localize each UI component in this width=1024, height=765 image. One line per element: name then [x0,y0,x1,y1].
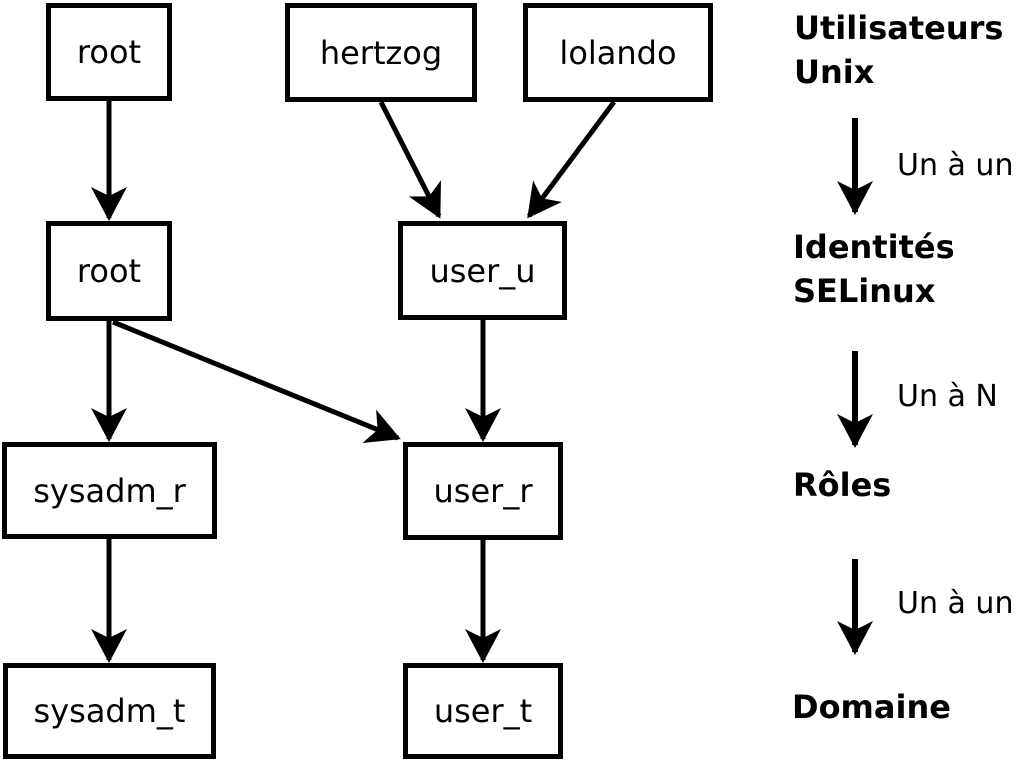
node-selinux-identity-root: root [46,221,172,321]
mapping-label-one-to-one: Un à un [897,148,1014,183]
mapping-label-one-to-n: Un à N [897,379,998,414]
node-label: user_u [429,251,536,290]
node-label: sysadm_t [33,692,186,730]
arrow-lolando-to-user-u [526,100,617,219]
legend-level-selinux-identities: Identités SELinux [793,225,955,313]
legend-level-roles: Rôles [793,463,891,507]
node-label: user_t [433,692,533,730]
legend-line: Unix [794,53,875,91]
node-domain-sysadm-t: sysadm_t [3,663,216,759]
node-label: user_r [433,472,533,510]
legend-line: Domaine [792,688,951,726]
node-role-sysadm-r: sysadm_r [2,442,217,539]
node-unix-hertzog: hertzog [285,3,477,102]
node-label: hertzog [319,33,443,72]
node-label: root [76,252,142,290]
node-label: sysadm_r [33,471,186,510]
legend-line: Identités [793,228,955,266]
node-domain-user-t: user_t [403,663,563,759]
mapping-label-one-to-one-2: Un à un [897,586,1014,621]
node-unix-root: root [46,3,172,101]
node-unix-lolando: lolando [523,3,713,102]
legend-line: SELinux [793,272,936,310]
legend-line: Rôles [793,466,892,504]
arrow-selinux-root-to-user-r [112,319,401,443]
node-label: root [76,33,142,71]
legend-level-unix-users: Utilisateurs Unix [794,6,1003,94]
node-role-user-r: user_r [403,442,563,540]
legend-line: Utilisateurs [794,9,1004,47]
legend-level-domain: Domaine [792,685,951,729]
arrow-hertzog-to-user-u [378,100,442,219]
node-selinux-identity-user-u: user_u [398,221,567,320]
node-label: lolando [559,33,677,72]
